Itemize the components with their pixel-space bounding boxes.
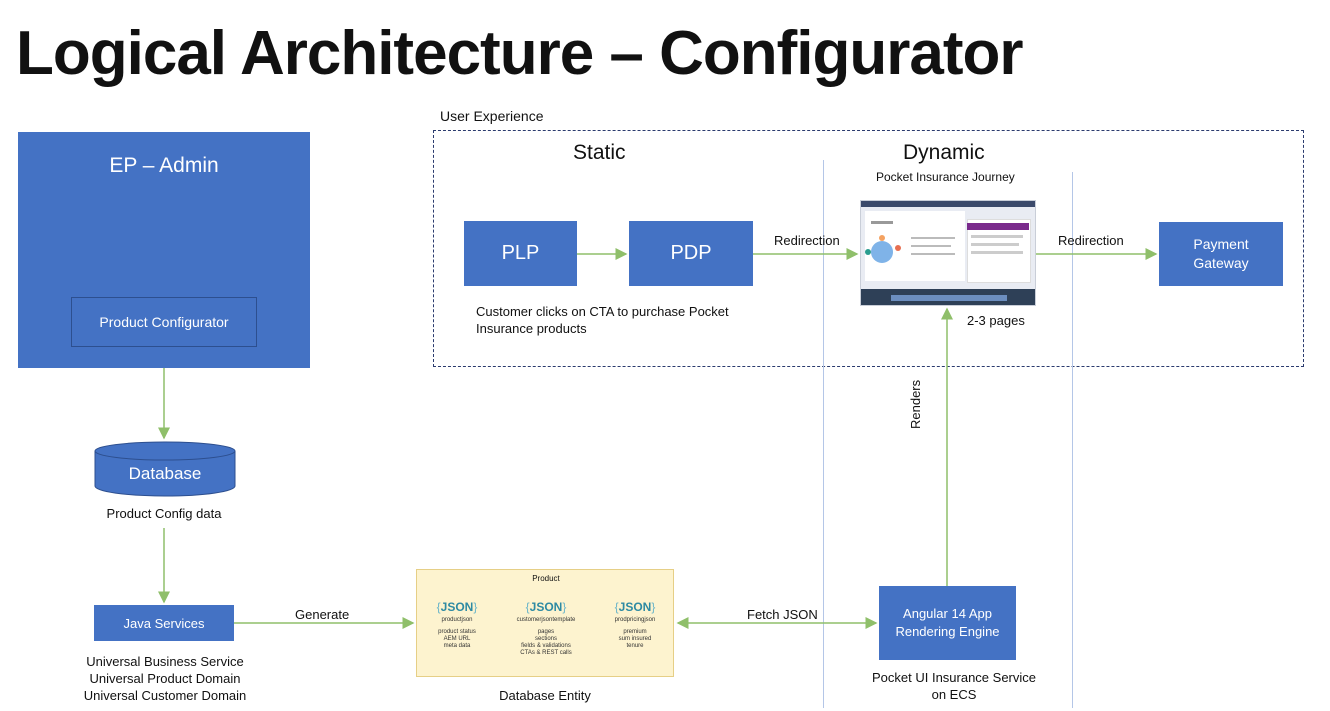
json-column-name: prodpricingjson: [614, 617, 656, 623]
angular-caption-line2: on ECS: [931, 687, 977, 702]
json-column-prodpricingjson: {JSON} prodpricingjson premium sum insur…: [595, 600, 675, 650]
angular-caption-line1: Pocket UI Insurance Service: [871, 670, 1037, 685]
java-services-box: Java Services: [94, 605, 234, 641]
java-caption-line2: Universal Product Domain: [89, 671, 241, 686]
angular-line2: Rendering Engine: [895, 624, 1000, 639]
json-column-name: productjson: [441, 617, 473, 623]
json-item: CTAs & REST calls: [520, 650, 572, 656]
json-item: fields & validations: [521, 643, 571, 649]
database-label: Database: [128, 464, 202, 483]
json-logo-icon: {JSON}: [614, 600, 656, 614]
json-item: AEM URL: [443, 636, 471, 642]
json-column-name: customerjsontemplate: [516, 617, 576, 623]
json-item: tenure: [626, 643, 644, 649]
ep-admin-title: EP – Admin: [109, 154, 219, 177]
customer-note-line1: Customer clicks on CTA to purchase Pocke…: [476, 304, 729, 319]
user-experience-frame: [433, 130, 1304, 367]
page-title: Logical Architecture – Configurator: [16, 19, 1023, 88]
angular-line1: Angular 14 App: [903, 606, 992, 621]
database-entity-caption: Database Entity: [499, 688, 591, 703]
plp-box: PLP: [464, 221, 577, 286]
redirection-label-1: Redirection: [774, 233, 840, 248]
redirection-label-2: Redirection: [1058, 233, 1124, 248]
database-cylinder: [94, 441, 236, 497]
database-caption: Product Config data: [106, 506, 222, 521]
json-logo-icon: {JSON}: [436, 600, 478, 614]
json-item: sum insured: [618, 636, 652, 642]
separator-line-left: [823, 160, 824, 708]
product-configurator-box: Product Configurator: [71, 297, 257, 347]
product-panel-title: Product: [532, 574, 560, 583]
json-item: meta data: [443, 643, 471, 649]
pdp-box: PDP: [629, 221, 753, 286]
payment-gateway-box: Payment Gateway: [1159, 222, 1283, 286]
user-experience-label: User Experience: [440, 108, 544, 124]
static-label: Static: [573, 141, 626, 164]
json-item: product status: [438, 629, 476, 635]
json-item: sections: [534, 636, 557, 642]
separator-line-right: [1072, 172, 1073, 708]
plp-label: PLP: [501, 242, 540, 264]
pdp-label: PDP: [670, 242, 712, 264]
java-caption-line3: Universal Customer Domain: [83, 688, 247, 703]
angular-app-box: Angular 14 App Rendering Engine: [879, 586, 1016, 660]
dynamic-label: Dynamic: [903, 141, 985, 164]
customer-note-line2: Insurance products: [476, 321, 587, 336]
java-caption-line1: Universal Business Service: [86, 654, 244, 669]
product-configurator-label: Product Configurator: [99, 314, 229, 330]
java-services-label: Java Services: [123, 615, 205, 631]
payment-gateway-label: Payment Gateway: [1193, 236, 1249, 271]
json-logo-icon: {JSON}: [525, 600, 567, 614]
json-column-customerjsontemplate: {JSON} customerjsontemplate pages sectio…: [506, 600, 586, 657]
dynamic-subtitle: Pocket Insurance Journey: [876, 170, 1015, 184]
product-json-panel: Product {JSON} productjson product statu…: [416, 569, 674, 677]
pages-note: 2-3 pages: [967, 313, 1025, 328]
journey-screenshot-thumbnail: [860, 200, 1036, 306]
json-item: premium: [623, 629, 647, 635]
generate-label: Generate: [295, 607, 350, 622]
json-column-productjson: {JSON} productjson product status AEM UR…: [417, 600, 497, 650]
json-item: pages: [537, 629, 555, 635]
